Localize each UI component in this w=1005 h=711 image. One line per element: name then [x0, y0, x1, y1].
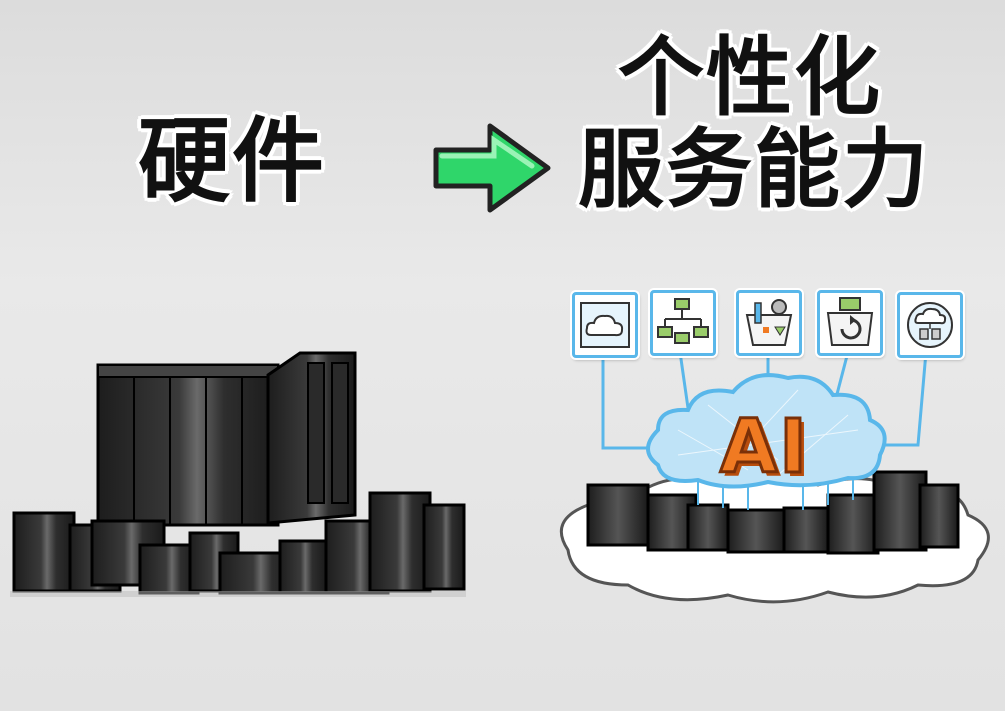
service-capability-title: 服务能力: [578, 120, 930, 220]
cloud-database-icon: [907, 302, 953, 348]
ai-cloud-illustration: [559, 351, 990, 604]
tools-service-box: [736, 290, 802, 356]
hardware-title: 硬件: [138, 108, 327, 215]
ai-label: AI: [719, 403, 809, 492]
network-service-box: [650, 290, 716, 356]
cloud-icon: [580, 302, 630, 348]
network-tree-icon: [657, 298, 709, 344]
cloud-database-service-box: [897, 292, 963, 358]
tools-gear-icon: [745, 299, 793, 346]
cloud-service-box: [572, 292, 638, 358]
refresh-robot-icon: [826, 297, 874, 346]
personalized-title: 个性化: [618, 28, 882, 128]
hardware-servers-illustration: [10, 351, 466, 597]
refresh-service-box: [817, 290, 883, 356]
right-arrow-icon: [433, 123, 551, 213]
